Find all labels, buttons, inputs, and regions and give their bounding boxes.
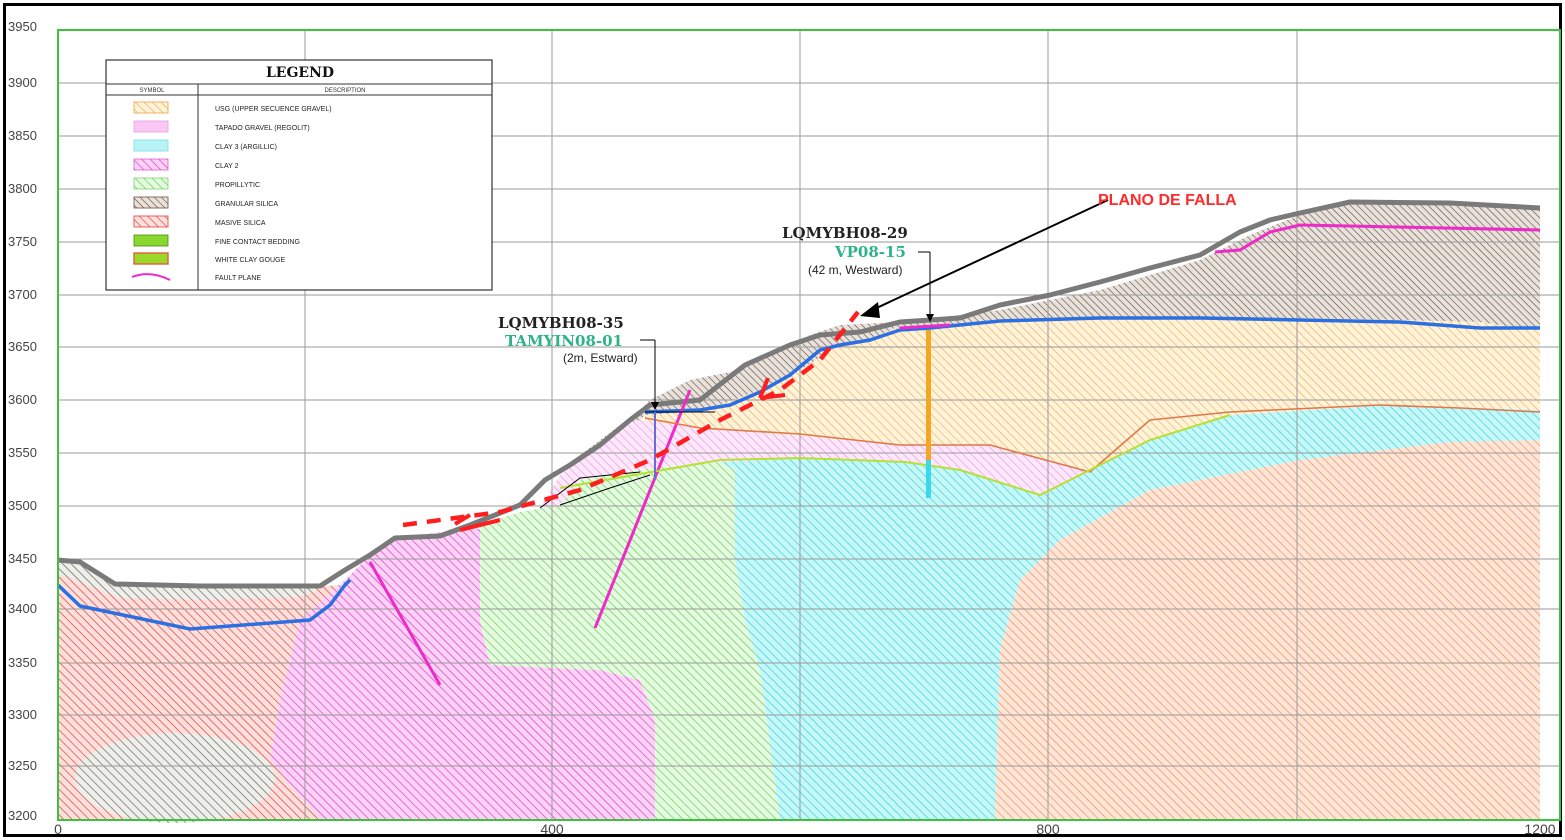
borehole-id-lqmybh08-29: LQMYBH08-29 [782,224,908,242]
legend-item-granular-silica: GRANULAR SILICA [215,201,278,208]
legend-box [105,59,493,291]
y-tick: 3850 [8,128,37,143]
fault-trace [402,199,1109,532]
y-axis-labels: 3950 3900 3850 3800 3750 3700 3650 3600 … [8,19,37,823]
y-tick: 3400 [8,601,37,616]
y-tick: 3950 [8,19,37,34]
contact-yellowgreen [559,414,1231,497]
unit-gravel-surface-left [58,562,330,600]
fault-pointer-arrowhead [860,302,880,318]
borehole-id-vp08-15: VP08-15 [834,243,906,261]
plot-border [57,29,1561,821]
legend-swatch-propyllitic [133,177,169,190]
legend-item-fine-contact-bedding: FINE CONTACT BEDDING [215,239,300,246]
y-tick: 3300 [8,707,37,722]
y-tick: 3800 [8,181,37,196]
y-tick: 3900 [8,75,37,90]
leader-bh2-arrowhead [651,402,659,410]
x-tick: 800 [1036,821,1060,837]
y-tick: 3500 [8,498,37,513]
borehole-vp08-15-lower [926,460,931,498]
borehole-id-lqmybh08-35: LQMYBH08-35 [498,314,624,332]
x-axis-labels: 0 400 800 1200 [54,821,1556,837]
fault-dashed-line [402,310,860,528]
fault-plane-upper [1214,223,1541,254]
unit-granular-silica-lens [75,733,275,823]
legend-item-white-clay-gouge: WHITE CLAY GOUGE [215,257,285,264]
legend-swatch-masive-silica [133,215,169,228]
legend-item-masive-silica: MASIVE SILICA [215,220,266,227]
legend-swatch-granular-silica [133,196,169,209]
fault-pointer-arrow [867,199,1109,313]
legend-swatch-clay3 [133,139,169,152]
legend-swatch-tapado [133,120,169,133]
y-tick: 3200 [8,808,37,823]
legend-item-clay2: CLAY 2 [215,163,239,170]
legend-swatch-usg [133,101,169,114]
legend-swatch-clay2 [133,158,169,171]
unit-orange-hatch [995,440,1540,820]
y-tick: 3650 [8,339,37,354]
fault-dashed-arrow-2 [758,377,786,400]
fault-plane-label: PLANO DE FALLA [1098,192,1237,209]
borehole-vp08-15-trace [926,330,931,460]
y-tick: 3450 [8,551,37,566]
y-tick: 3550 [8,445,37,460]
x-tick: 0 [54,821,62,837]
y-tick: 3350 [8,655,37,670]
legend-item-tapado: TAPADO GRAVEL (REGOLIT) [215,125,310,132]
legend: LEGEND SYMBOL DESCRIPTION USG (UPPER SEC… [105,59,493,291]
fault-plane-line-2 [593,389,692,629]
legend-swatch-white-clay-gouge [133,252,169,265]
legend-item-usg: USG (UPPER SECUENCE GRAVEL) [215,106,332,113]
borehole-id-tamyin08-01: TAMYIN08-01 [505,332,623,350]
y-tick: 3750 [8,234,37,249]
x-tick: 400 [540,821,564,837]
legend-item-propyllitic: PROPILLYTIC [215,182,260,189]
fault-dashed-arrow-1 [453,513,501,532]
y-tick: 3700 [8,287,37,302]
unit-clay2-left [270,528,655,820]
y-tick: 3600 [8,392,37,407]
legend-col-description: DESCRIPTION [324,88,365,94]
unit-granular-silica-cap [560,200,1540,470]
legend-item-fault-plane: FAULT PLANE [215,275,261,282]
water-table-line [56,316,1540,631]
unit-clay3 [720,405,1540,820]
borehole-note-bh2: (2m, Estward) [563,351,638,365]
y-tick: 3250 [8,758,37,773]
borehole-note-bh1: (42 m, Westward) [808,263,902,277]
leader-bh1-arrowhead [926,314,934,322]
drill-holes [640,251,934,498]
fault-plane-line-1 [368,561,442,686]
x-tick: 1200 [1524,821,1555,837]
unit-propyllitic [480,462,780,820]
legend-title: LEGEND [266,65,334,81]
legend-col-symbol: SYMBOL [139,88,165,94]
legend-swatch-fine-contact-bedding [133,234,169,247]
fault-plane-short [899,323,951,330]
legend-item-clay3: CLAY 3 (ARGILLIC) [215,144,277,151]
legend-swatch-fault-plane [131,273,171,281]
contacts [56,199,1541,686]
geologic-units [58,200,1540,823]
topography-line [57,199,1541,589]
contact-orange [644,404,1541,473]
